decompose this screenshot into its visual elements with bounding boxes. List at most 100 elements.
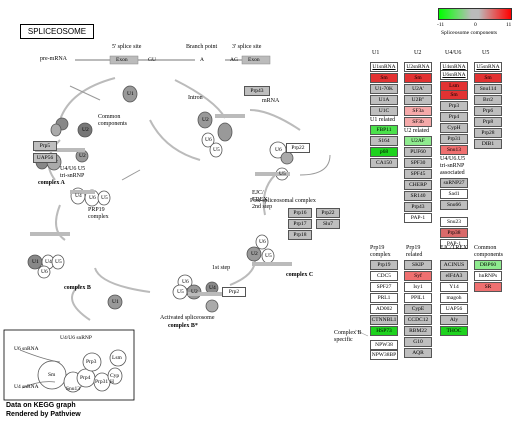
gene-uap56[interactable]: UAP56	[33, 153, 57, 163]
gene-puf60[interactable]: PUF60	[404, 147, 432, 157]
gene-prp8[interactable]: Prp8	[474, 117, 502, 127]
post-spliceosomal-label: Post-spliceosomal complex	[250, 198, 316, 204]
gene-snu114[interactable]: Snu114	[474, 84, 502, 94]
gene-prp31[interactable]: Prp31	[440, 134, 468, 144]
gene-pap1[interactable]: PAP-1	[404, 213, 432, 223]
gene-aqr[interactable]: AQR	[404, 348, 432, 358]
gene-u5-sm[interactable]: Sm	[474, 73, 502, 83]
gene-u1snrna[interactable]: U1snRNA	[370, 62, 398, 72]
gene-sf3b[interactable]: SF3b	[404, 117, 432, 127]
gene-aly[interactable]: Aly	[440, 315, 468, 325]
gene-fbp11[interactable]: FBP11	[370, 125, 398, 135]
gene-snrnp27[interactable]: snRNP27	[440, 178, 468, 188]
gene-acinus[interactable]: ACINUS	[440, 260, 468, 270]
gene-prp43[interactable]: Prp43	[244, 86, 270, 96]
gene-prp38[interactable]: Prp38	[440, 228, 468, 238]
u2-particle-d: U2	[251, 251, 258, 257]
legend-max: 11	[506, 22, 512, 28]
gene-thoc[interactable]: THOC	[440, 326, 468, 336]
gene-cherp[interactable]: CHERP	[404, 180, 432, 190]
complex-bstar-label: complex B*	[168, 323, 198, 329]
gene-ccdc12[interactable]: CCDC12	[404, 315, 432, 325]
u2-particle-c: U2	[191, 289, 198, 295]
gene-prp5[interactable]: Prp5	[33, 141, 57, 151]
gene-dbp60[interactable]: DBP60	[474, 260, 502, 270]
gene-snu23[interactable]: Snu23	[440, 217, 468, 227]
gene-ad002[interactable]: AD002	[370, 304, 398, 314]
gene-prp2[interactable]: Prp2	[222, 287, 246, 297]
gene-g10[interactable]: G10	[404, 337, 432, 347]
gene-snu13[interactable]: Snu13	[440, 145, 468, 155]
gene-brr2[interactable]: Brr2	[474, 95, 502, 105]
exon2-label: Exon	[248, 57, 260, 63]
activated-spliceosome-label: Activated spliceosome	[160, 315, 215, 321]
gene-u2snrna[interactable]: U2snRNA	[404, 62, 432, 72]
gene-u2b[interactable]: U2B"	[404, 95, 432, 105]
gene-prp6[interactable]: Prp6	[474, 106, 502, 116]
gene-prp19[interactable]: Prp19	[370, 260, 398, 270]
gene-prp28[interactable]: Prp28	[474, 128, 502, 138]
gene-slu7[interactable]: Slu7	[316, 219, 340, 229]
inset-prp3-label: Prp3	[86, 359, 97, 365]
gene-prl1[interactable]: PRL1	[370, 293, 398, 303]
gene-u1a[interactable]: U1A	[370, 95, 398, 105]
gene-rbm22[interactable]: RBM22	[404, 326, 432, 336]
gene-snu66[interactable]: Snu66	[440, 200, 468, 210]
gene-u1-sm[interactable]: Sm	[370, 73, 398, 83]
gene-prp17[interactable]: Prp17	[288, 219, 312, 229]
gene-spf30[interactable]: SPF30	[404, 158, 432, 168]
gene-cype[interactable]: CypE	[404, 304, 432, 314]
gene-ppil1[interactable]: PPIL1	[404, 293, 432, 303]
gene-u1-70k[interactable]: U1-70K	[370, 84, 398, 94]
gene-isy1[interactable]: Isy1	[404, 282, 432, 292]
gene-pap1b[interactable]: PAP-1	[440, 239, 468, 249]
gene-uap56b[interactable]: UAP56	[440, 304, 468, 314]
gene-u5snrna[interactable]: U5snRNA	[474, 62, 502, 72]
u2-particle-e: U2	[202, 117, 209, 123]
gene-u2a[interactable]: U2A'	[404, 84, 432, 94]
inset-lsm-label: Lsm	[112, 355, 122, 361]
gene-p68[interactable]: p68	[370, 147, 398, 157]
inset-snu13-label: Snu13	[66, 386, 81, 392]
inset-sm-label: Sm	[48, 372, 56, 378]
gene-sf3a[interactable]: SF3a	[404, 106, 432, 116]
gene-skip[interactable]: SKIP	[404, 260, 432, 270]
gene-prp16[interactable]: Prp16	[288, 208, 312, 218]
u4u6-column-header: U4/U6	[445, 50, 462, 56]
inset-u4u6-snrnp-label: U4/U6 snRNP	[60, 335, 92, 341]
gene-npw38bp[interactable]: NPW38BP	[370, 350, 398, 360]
gene-sr140[interactable]: SR140	[404, 191, 432, 201]
gene-u2-sm[interactable]: Sm	[404, 73, 432, 83]
gene-cdc5[interactable]: CDC5	[370, 271, 398, 281]
premrna-label: pre-mRNA	[40, 56, 67, 62]
gene-u6snrna[interactable]: U6snRNA	[440, 70, 468, 80]
gene-npw38[interactable]: NPW38	[370, 340, 398, 350]
gene-ctnnbl1[interactable]: CTNNBL1	[370, 315, 398, 325]
gene-u46-sm[interactable]: Sm	[440, 90, 468, 100]
gene-hsp73[interactable]: HSP73	[370, 326, 398, 336]
gene-ca150[interactable]: CA150	[370, 158, 398, 168]
gene-spf27[interactable]: SPF27	[370, 282, 398, 292]
gene-eif4a3[interactable]: eIF4A3	[440, 271, 468, 281]
gene-spf45[interactable]: SPF45	[404, 169, 432, 179]
gene-syf[interactable]: Syf	[404, 271, 432, 281]
gene-prp22b[interactable]: Prp22	[316, 208, 340, 218]
gene-dib1[interactable]: DIB1	[474, 139, 502, 149]
gene-cyph[interactable]: CypH	[440, 123, 468, 133]
gene-hnrnps[interactable]: hnRNPs	[474, 271, 502, 281]
gene-u1c[interactable]: U1C	[370, 106, 398, 116]
gene-magoh[interactable]: magoh	[440, 293, 468, 303]
gene-sad1[interactable]: Sad1	[440, 189, 468, 199]
gene-prp3[interactable]: Prp3	[440, 101, 468, 111]
gene-u2af[interactable]: U2AF	[404, 136, 432, 146]
gene-prp18[interactable]: Prp18	[288, 230, 312, 240]
ejc-trex-header: EJC/TREX	[440, 245, 468, 251]
gene-prp4[interactable]: Prp4	[440, 112, 468, 122]
gene-y14[interactable]: Y14	[440, 282, 468, 292]
gene-s164[interactable]: S164	[370, 136, 398, 146]
gene-prp22[interactable]: Prp22	[286, 143, 310, 153]
gene-sr[interactable]: SR	[474, 282, 502, 292]
gene-prp43b[interactable]: Prp43	[404, 202, 432, 212]
